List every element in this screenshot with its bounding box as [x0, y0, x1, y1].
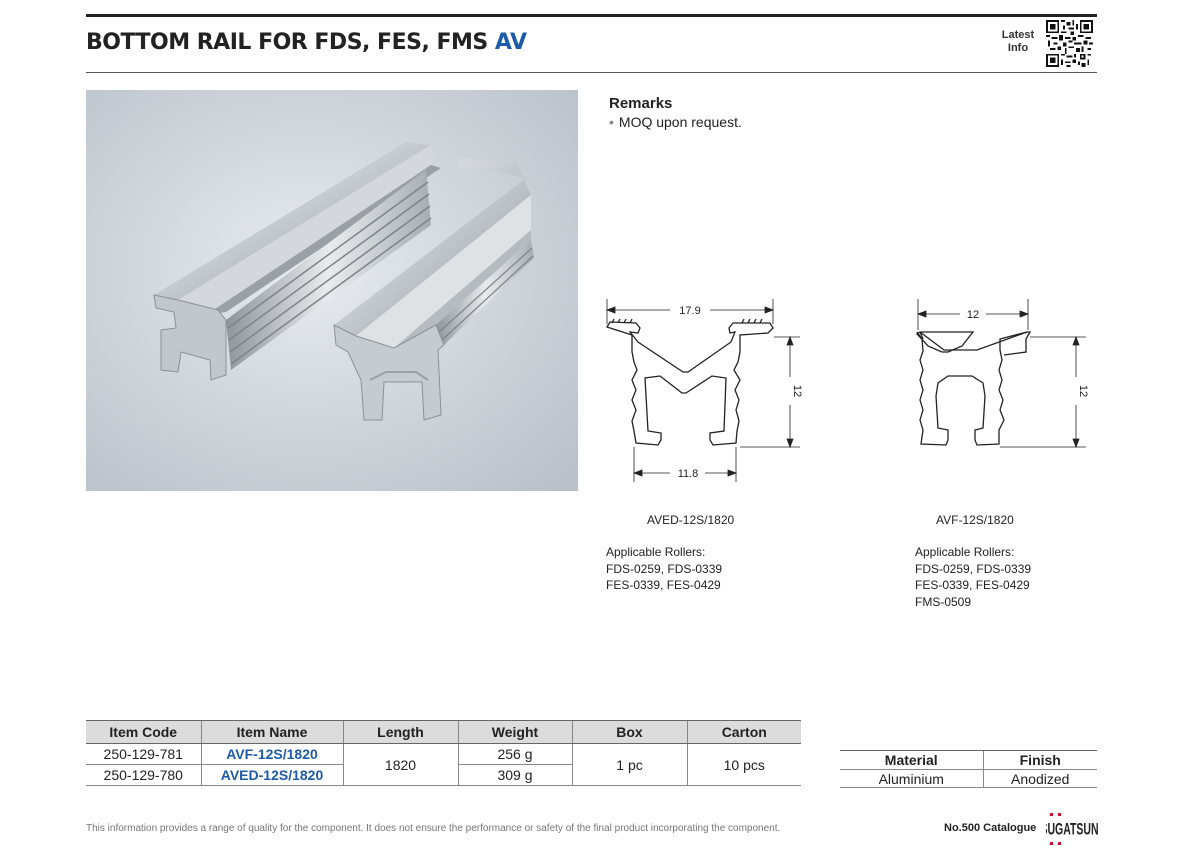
aved-rollers-title: Applicable Rollers:: [606, 545, 706, 559]
catalogue-number: No.500 Catalogue: [944, 822, 1037, 834]
finish-cell: Anodized: [982, 769, 1097, 788]
aved-dimensions: [605, 299, 800, 482]
avf-roller-line: FDS-0259, FDS-0339: [915, 561, 1032, 576]
page-title-main: BOTTOM RAIL FOR FDS, FES, FMS: [86, 30, 488, 55]
weight-cell: 256 g: [457, 743, 572, 765]
weight-cell: 309 g: [457, 764, 572, 786]
col-header-finish: Finish: [982, 750, 1097, 770]
avf-roller-line: FMS-0509: [915, 594, 972, 609]
avf-profile: [916, 331, 1032, 446]
page-title: BOTTOM RAIL FOR FDS, FES, FMS AV: [86, 30, 527, 55]
avf-height-label: 12: [1077, 385, 1089, 397]
item-name-link[interactable]: AVED-12S/1820: [200, 764, 343, 786]
material-cell: Aluminium: [840, 769, 983, 788]
bullet-icon: •: [609, 114, 614, 130]
col-header-length: Length: [342, 720, 458, 744]
brand-wordmark: SUGATSUNE: [1046, 819, 1098, 838]
remarks-item: •MOQ upon request.: [609, 114, 742, 130]
material-header-row: Material Finish: [840, 750, 1097, 770]
avf-rollers-title: Applicable Rollers:: [915, 545, 1015, 559]
table-row: Aluminium Anodized: [840, 769, 1097, 788]
col-header-item-name: Item Name: [200, 720, 343, 744]
remarks-item-text: MOQ upon request.: [618, 114, 742, 130]
aved-bottom-width-label: 11.8: [678, 468, 699, 480]
item-code-cell: 250-129-780: [86, 764, 201, 786]
length-cell: 1820: [342, 743, 458, 786]
item-name-link[interactable]: AVF-12S/1820: [200, 743, 343, 765]
aved-roller-line: FDS-0259, FDS-0339: [606, 561, 723, 576]
avf-model-label: AVF-12S/1820: [936, 513, 1014, 527]
table-row: 250-129-780 AVED-12S/1820 309 g: [86, 764, 801, 786]
top-rule: [86, 14, 1097, 17]
product-photo: [86, 90, 578, 491]
sugatsune-logo: SUGATSUNE: [1046, 813, 1098, 845]
spec-header-row: Item Code Item Name Length Weight Box Ca…: [86, 720, 801, 744]
title-rule: [86, 72, 1097, 73]
spec-table: Item Code Item Name Length Weight Box Ca…: [86, 720, 801, 786]
avf-dimensions: [916, 299, 1086, 449]
aved-top-width-label: 17.9: [679, 305, 700, 317]
aved-roller-line: FES-0339, FES-0429: [606, 578, 721, 592]
aved-profile: [606, 318, 774, 446]
aved-height-label: 12: [791, 385, 803, 397]
technical-drawings: 17.9 12 11.8 12 12: [605, 299, 1089, 482]
col-header-item-code: Item Code: [86, 720, 201, 744]
aved-rollers: Applicable Rollers: FDS-0259, FDS-0339 F…: [606, 544, 722, 594]
disclaimer-note: This information provides a range of qua…: [86, 823, 781, 834]
material-table: Material Finish Aluminium Anodized: [840, 750, 1097, 788]
aved-model-label: AVED-12S/1820: [647, 513, 735, 527]
avf-top-width-label: 12: [967, 309, 979, 321]
item-code-cell: 250-129-781: [86, 743, 201, 765]
avf-rollers: Applicable Rollers: FDS-0259, FDS-0339 F…: [915, 544, 1031, 610]
page-title-code: AV: [494, 30, 527, 55]
col-header-carton: Carton: [686, 720, 801, 744]
col-header-box: Box: [571, 720, 687, 744]
qr-code-icon[interactable]: [1046, 20, 1093, 67]
col-header-weight: Weight: [457, 720, 572, 744]
latest-info-label: Latest Info: [1001, 29, 1035, 54]
remarks-title: Remarks: [609, 95, 673, 112]
avf-roller-line: FES-0339, FES-0429: [915, 578, 1030, 592]
col-header-material: Material: [840, 750, 983, 770]
carton-cell: 10 pcs: [686, 743, 801, 786]
box-cell: 1 pc: [571, 743, 687, 786]
table-row: 250-129-781 AVF-12S/1820 1820 256 g 1 pc…: [86, 743, 801, 786]
